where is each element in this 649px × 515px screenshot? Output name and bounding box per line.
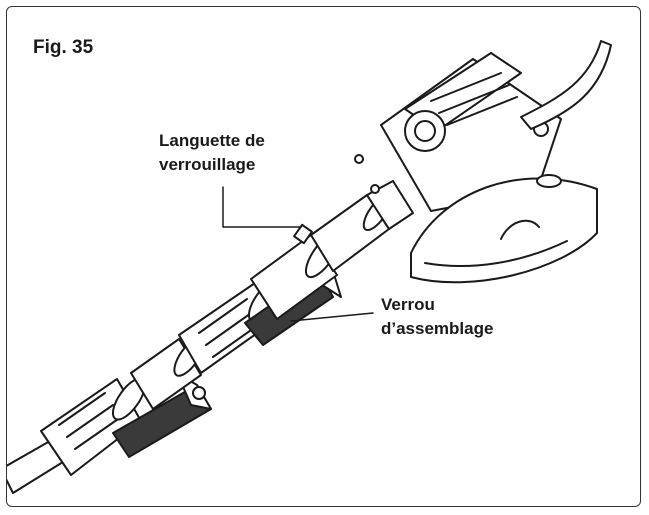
callout-assembly-lock-line-1: Verrou bbox=[381, 295, 435, 314]
leader-assembly-lock bbox=[290, 312, 374, 322]
lower-grip bbox=[40, 377, 147, 476]
callout-assembly-lock: Verrou d’assemblage bbox=[381, 293, 493, 341]
leader-locking-tab bbox=[222, 186, 302, 228]
trimmer-illustration bbox=[7, 40, 612, 494]
motor-housing bbox=[380, 52, 562, 212]
callout-assembly-lock-line-2: d’assemblage bbox=[381, 319, 494, 338]
guard bbox=[410, 174, 598, 284]
callout-locking-tab-line-2: verrouillage bbox=[159, 155, 256, 174]
handle-bar bbox=[520, 40, 612, 130]
figure-frame: Fig. 35 Languette de verrouillage Verrou… bbox=[6, 6, 641, 507]
upper-shaft bbox=[310, 154, 414, 272]
figure-title: Fig. 35 bbox=[33, 37, 94, 58]
callout-locking-tab-line-1: Languette de bbox=[159, 131, 265, 150]
callout-locking-tab: Languette de verrouillage bbox=[159, 129, 265, 177]
